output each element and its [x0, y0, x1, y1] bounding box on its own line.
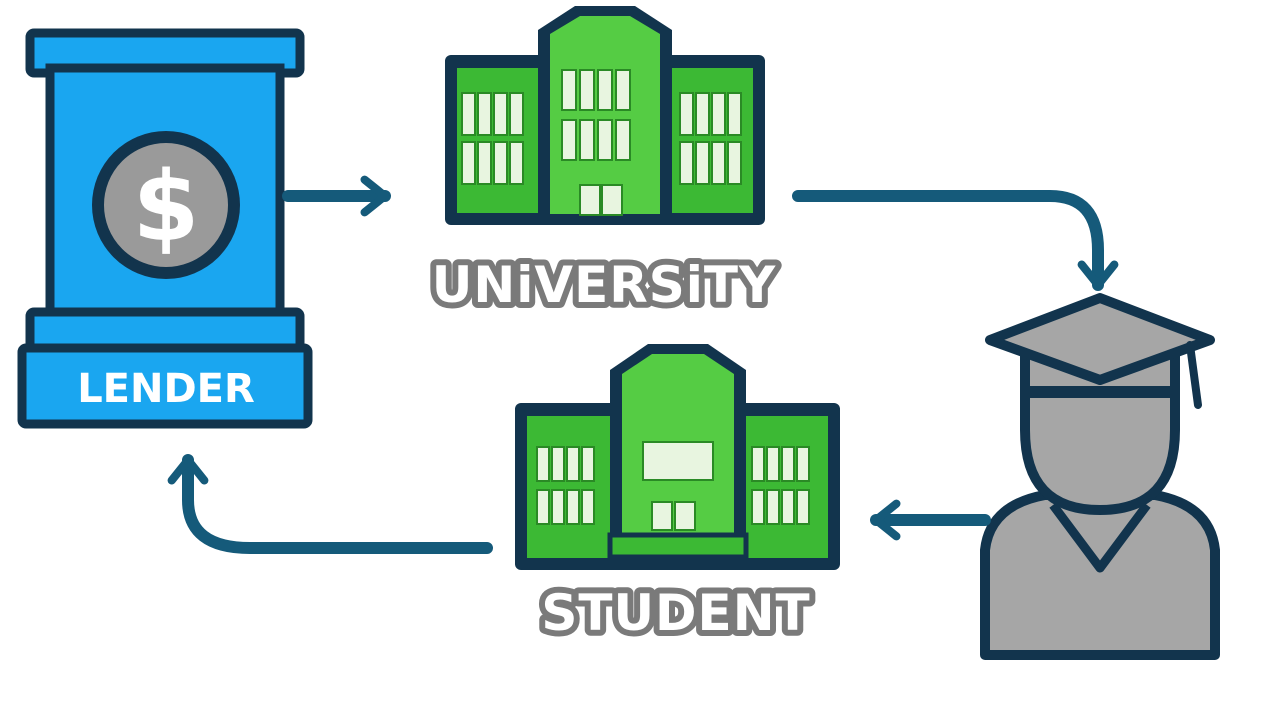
dollar-icon: $: [92, 131, 240, 279]
svg-text:$: $: [133, 151, 200, 263]
arrow-university-to-graduate: [792, 190, 1119, 291]
flow-arrows: [167, 175, 1119, 554]
student-label: STUDENT: [541, 584, 810, 642]
lender-label: LENDER: [77, 366, 255, 412]
university-label: UNiVERSiTY: [432, 256, 776, 314]
lender-node: $ LENDER: [17, 28, 313, 429]
university-building-icon: [445, 6, 765, 225]
student-building-icon: [515, 344, 840, 570]
graduate-icon: [980, 293, 1220, 660]
arrow-student-to-lender: [167, 454, 493, 554]
